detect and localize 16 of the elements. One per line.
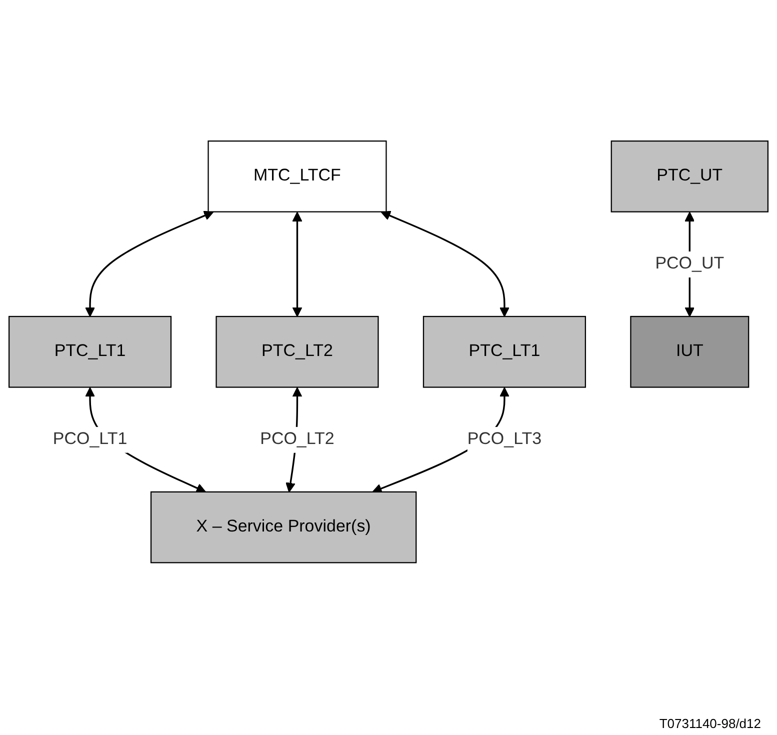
edge-label: PCO_UT [655, 254, 724, 274]
edge-label: PCO_LT1 [52, 429, 128, 448]
flowchart: PCO_LT1 PCO_LT2 PCO_LT3 PCO_UT MTC_LTCF PTC_LT1 PTC_LT2 PTC_LT1 PTC_UT IUT X – Service Provider(s) [0, 132, 777, 572]
node-box [208, 140, 387, 212]
edge-label: PCO_LT3 [467, 429, 542, 448]
node-box [422, 316, 586, 388]
node-box [8, 316, 172, 388]
arrow [85, 211, 214, 318]
figure-code: T0731140-98/d12 [658, 716, 761, 731]
arrow [292, 212, 302, 318]
arrow [380, 211, 510, 318]
node-box [150, 492, 417, 564]
edge-label: PCO_LT2 [260, 429, 334, 448]
node-box [610, 140, 769, 212]
node-box [630, 316, 750, 388]
node-box [216, 316, 379, 388]
